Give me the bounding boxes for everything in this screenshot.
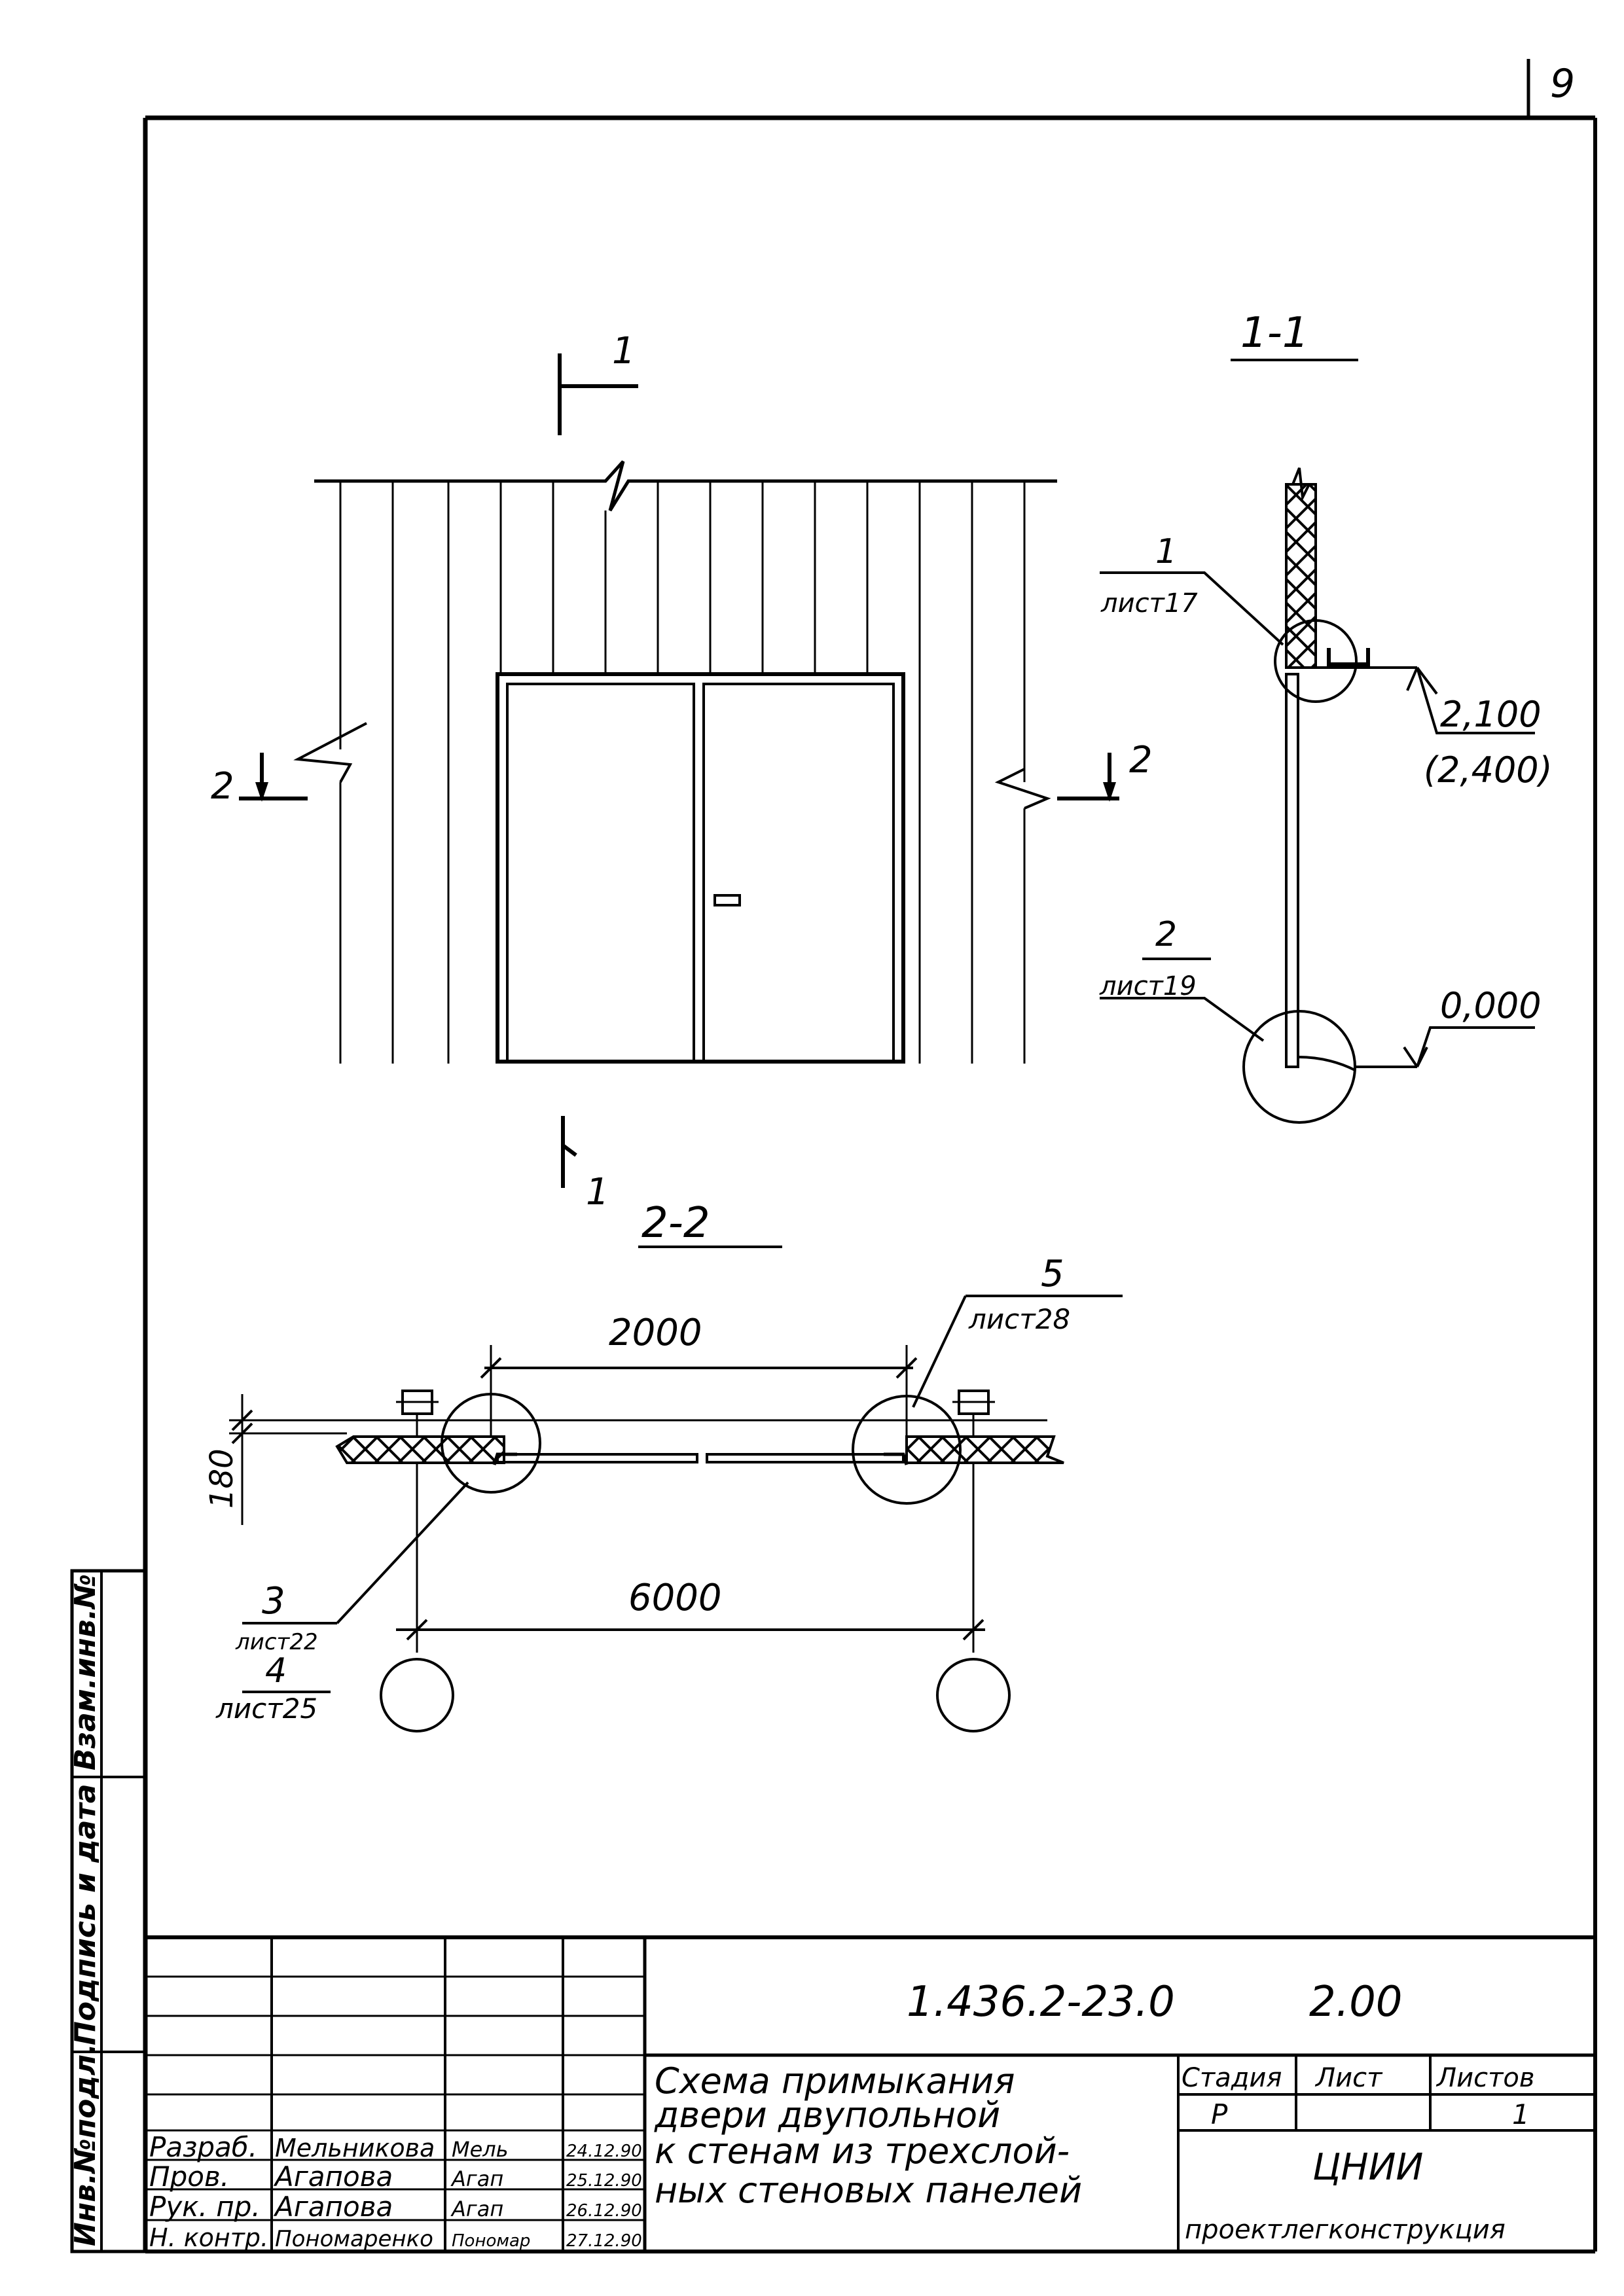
level-door-label: 2,100 [1440, 694, 1542, 735]
callout-1-number: 1 [1155, 532, 1177, 571]
title-line-4: ных стеновых панелей [655, 2170, 1082, 2211]
sheet-frame [143, 115, 1597, 2253]
stamp-replacement-label: Взам.инв.№ [69, 1574, 102, 1770]
callout-1-sheet: лист17 [1100, 588, 1198, 619]
document-designation: 1.436.2-23.0 [907, 1978, 1175, 2026]
stage-label: Стадия [1182, 2063, 1282, 2093]
date-norm-control: 27.12.90 [566, 2231, 642, 2251]
dim-thickness: 180 [204, 1448, 240, 1509]
sheets-value: 1 [1512, 2098, 1530, 2130]
dim-axes: 6000 [628, 1577, 722, 1619]
organization-name-1: ЦНИИ [1312, 2146, 1423, 2189]
axis-marker-left [380, 1658, 454, 1732]
stage-value: Р [1211, 2098, 1228, 2130]
side-stamp: Взам.инв.№ Подпись и дата Инв.№подл. [69, 1569, 147, 2253]
wall-panel-right [905, 1435, 1064, 1464]
section-2-2: 2-2 2000 180 5 лист [204, 1199, 1123, 1732]
level-floor-label: 0,000 [1440, 985, 1542, 1026]
front-elevation: 1 1 2 2 [211, 330, 1153, 1213]
role-developer: Разраб. [149, 2131, 257, 2163]
door-leaf-left-plan [496, 1453, 698, 1463]
wall-panel-hatched [1285, 483, 1317, 669]
door-handle-icon [713, 894, 741, 906]
door-leaf-left [506, 683, 695, 1063]
door-frame [496, 672, 905, 1064]
detail-circle-1 [1274, 619, 1358, 703]
role-checker: Пров. [149, 2161, 229, 2193]
name-developer: Мельникова [275, 2134, 435, 2162]
wall-panel-left [335, 1435, 505, 1464]
section-1-1-title: 1-1 [1240, 309, 1309, 357]
date-project-lead: 26.12.90 [566, 2201, 642, 2221]
date-developer: 24.12.90 [566, 2142, 642, 2161]
door-leaf-right [702, 683, 895, 1063]
date-checker: 25.12.90 [566, 2171, 642, 2191]
name-norm-control: Пономаренко [275, 2226, 433, 2252]
dim-opening: 2000 [609, 1312, 702, 1354]
signature-project-lead: Агап [450, 2197, 503, 2221]
signature-checker: Агап [450, 2166, 503, 2191]
name-checker: Агапова [273, 2161, 393, 2193]
callout-2-sheet: лист19 [1099, 971, 1197, 1001]
page-number: 9 [1550, 61, 1575, 107]
callout-3-number: 3 [262, 1580, 285, 1623]
callout-5-number: 5 [1041, 1253, 1064, 1295]
role-norm-control: Н. контр. [149, 2223, 268, 2252]
callout-2-number: 2 [1155, 915, 1177, 954]
section-2-2-title: 2-2 [641, 1199, 710, 1247]
cut-2-left-label: 2 [211, 765, 234, 808]
title-block: 1.436.2-23.0 2.00 Схема примыкания двери… [145, 1935, 1595, 2252]
callout-4-number: 4 [265, 1651, 287, 1691]
cut-1-top-label: 1 [612, 330, 636, 372]
stamp-original-inventory-label: Инв.№подл. [69, 2043, 102, 2246]
name-project-lead: Агапова [273, 2191, 393, 2223]
organization-name-2: проектлегконструкция [1185, 2215, 1506, 2245]
title-line-1: Схема примыкания [655, 2060, 1015, 2102]
callout-3-sheet: лист22 [235, 1629, 318, 1655]
cut-1-bottom-label: 1 [586, 1171, 609, 1213]
sheet-label: Лист [1314, 2063, 1383, 2093]
detail-circle-5 [852, 1395, 962, 1505]
role-project-lead: Рук. пр. [149, 2191, 261, 2223]
stamp-signature-date-label: Подпись и дата [69, 1784, 102, 2045]
detail-circle-3 [441, 1393, 541, 1494]
door-leaf-right-plan [706, 1453, 905, 1463]
signature-developer: Мель [452, 2137, 509, 2162]
signature-norm-control: Пономар [452, 2231, 530, 2251]
callout-4-sheet: лист25 [215, 1693, 317, 1725]
axis-marker-right [936, 1658, 1011, 1732]
title-line-2: двери двупольной [654, 2094, 1000, 2136]
level-door-alt-label: (2,400) [1424, 749, 1553, 791]
sheets-label: Листов [1435, 2063, 1534, 2093]
cut-2-right-label: 2 [1129, 739, 1153, 781]
section-1-1: 1-1 1 лист17 2,100 (2,400) 2 лист19 0,00… [1099, 309, 1553, 1124]
callout-5-sheet: лист28 [968, 1303, 1070, 1335]
document-sheet-code: 2.00 [1309, 1978, 1403, 2026]
title-line-3: к стенам из трехслой- [655, 2130, 1070, 2172]
